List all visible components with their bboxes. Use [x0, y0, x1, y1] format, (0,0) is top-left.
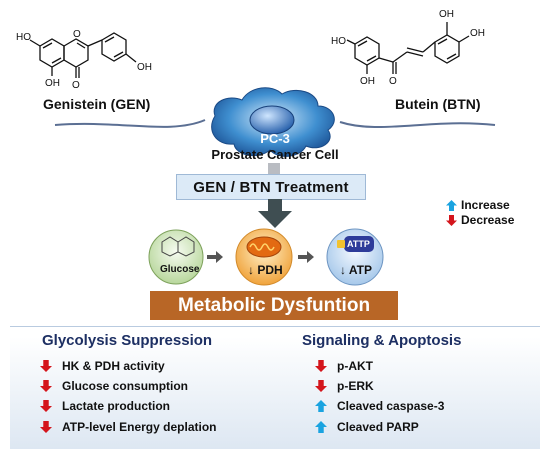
butein-label: Butein (BTN) [395, 96, 481, 112]
legend-decrease-label: Decrease [461, 213, 515, 227]
atom-ho: HO [16, 32, 31, 43]
glycolysis-title: Glycolysis Suppression [42, 332, 213, 349]
atom-oh: OH [360, 76, 375, 87]
atom-oh: OH [137, 62, 152, 73]
decrease-arrow-icon [40, 380, 52, 392]
decrease-arrow-icon [40, 360, 52, 372]
pathway [148, 228, 384, 286]
atp-badge: ATTP [347, 239, 370, 249]
results-panel [10, 326, 540, 449]
list-item: p-ERK [315, 379, 374, 393]
list-item: Lactate production [40, 399, 170, 413]
glucose-label: Glucose [160, 264, 200, 275]
list-item: Cleaved PARP [315, 420, 419, 434]
legend-increase-label: Increase [461, 198, 510, 212]
decrease-arrow-icon [315, 360, 327, 372]
list-item-text: Glucose consumption [62, 379, 189, 393]
signaling-title: Signaling & Apoptosis [302, 332, 462, 349]
list-item-text: Lactate production [62, 399, 171, 413]
decrease-arrow-icon [315, 380, 327, 392]
atom-o: O [389, 76, 397, 87]
increase-arrow-icon [315, 400, 327, 412]
list-item: ATP-level Energy deplation [40, 420, 216, 434]
list-item: p-AKT [315, 359, 373, 373]
list-item: HK & PDH activity [40, 359, 165, 373]
decrease-arrow-icon [40, 421, 52, 433]
atom-oh: OH [439, 9, 454, 20]
atom-ho: HO [331, 36, 346, 47]
atom-oh: OH [45, 78, 60, 89]
cell-illustration [54, 87, 496, 157]
cell-type-label: Prostate Cancer Cell [211, 147, 339, 162]
legend-decrease: Decrease [446, 213, 514, 227]
treatment-box: GEN / BTN Treatment [176, 174, 366, 200]
list-item-text: Cleaved PARP [337, 420, 419, 434]
atom-oh: OH [470, 28, 485, 39]
genistein-label: Genistein (GEN) [43, 96, 151, 112]
down-arrow-icon [258, 199, 292, 228]
genistein-structure: HO O O OH OH [16, 29, 152, 91]
atp-label: ↓ ATP [340, 263, 372, 277]
metabolic-dysfunction-bar: Metabolic Dysfuntion [150, 291, 398, 320]
butein-structure: HO OH O OH OH [331, 9, 485, 87]
list-item-text: Cleaved caspase-3 [337, 399, 445, 413]
increase-arrow-icon [315, 421, 327, 433]
list-item-text: p-ERK [337, 379, 374, 393]
list-item-text: ATP-level Energy deplation [62, 420, 217, 434]
legend-increase: Increase [446, 198, 510, 212]
decrease-arrow-icon [446, 214, 457, 226]
atom-o: O [72, 80, 80, 91]
increase-arrow-icon [446, 199, 457, 211]
cell-line-label: PC-3 [260, 131, 290, 146]
atom-o: O [73, 29, 81, 40]
list-item-text: HK & PDH activity [62, 359, 165, 373]
decrease-arrow-icon [40, 400, 52, 412]
pdh-label: ↓ PDH [248, 263, 283, 277]
list-item: Glucose consumption [40, 379, 188, 393]
list-item: Cleaved caspase-3 [315, 399, 444, 413]
list-item-text: p-AKT [337, 359, 373, 373]
connector [268, 163, 280, 174]
